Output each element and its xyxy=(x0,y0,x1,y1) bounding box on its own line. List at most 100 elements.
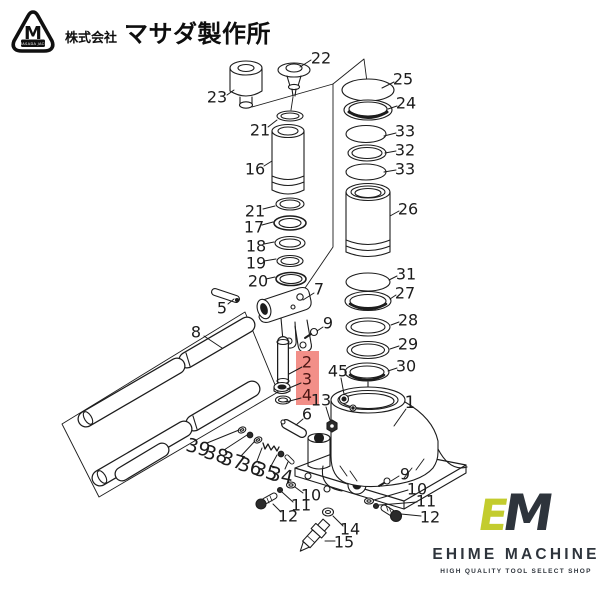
part-label-9-42: 9 xyxy=(400,465,410,484)
leader-line-30-19 xyxy=(387,367,398,372)
part-label-7-20: 7 xyxy=(314,280,324,299)
part-label-30-19: 30 xyxy=(396,357,416,376)
part-label-13-28: 13 xyxy=(311,391,331,410)
brand-text: 株式会社 マサダ製作所 xyxy=(65,14,271,49)
company-name: マサダ製作所 xyxy=(124,20,272,48)
part-label-9-22: 9 xyxy=(323,314,333,333)
leader-line-9-42 xyxy=(390,475,400,482)
part-17-ring xyxy=(273,215,307,231)
leader-line-10-37 xyxy=(294,486,304,494)
leader-line-10-43 xyxy=(373,489,409,501)
leader-line-38-32 xyxy=(223,434,248,451)
part-21-ring-lower xyxy=(275,197,305,211)
shop-tagline: HIGH QUALITY TOOL SELECT SHOP xyxy=(440,568,592,575)
part-8-handle-tubes xyxy=(77,316,261,487)
leader-line-25-4 xyxy=(381,81,395,89)
part-label-6-29: 6 xyxy=(302,405,312,424)
part-label-15-41: 15 xyxy=(334,533,354,552)
logo-band xyxy=(21,39,45,47)
part-label-29-18: 29 xyxy=(398,335,418,354)
part-label-19-13: 19 xyxy=(246,254,266,273)
part-label-16-3: 16 xyxy=(245,160,265,179)
shop-logo: EM EHIME MACHINE HIGH QUALITY TOOL SELEC… xyxy=(426,484,600,575)
part-label-8-23: 8 xyxy=(191,323,201,342)
part-label-34-36: 34 xyxy=(267,463,295,490)
part-14-oring xyxy=(321,507,335,517)
part-label-11-44: 11 xyxy=(416,492,436,511)
leader-line-39-31 xyxy=(206,429,240,444)
leader-line-32-7 xyxy=(384,150,397,154)
part-label-18-12: 18 xyxy=(246,237,266,256)
brand-header: M MASADA JACK 株式会社 マサダ製作所 xyxy=(10,8,271,54)
masada-logo-icon: M MASADA JACK xyxy=(11,10,55,53)
leader-line-11-38 xyxy=(281,491,294,503)
part-9-screw-upper xyxy=(304,327,319,339)
part-25-ring xyxy=(341,78,395,102)
part-29-ring xyxy=(346,340,390,360)
logo-monogram: M xyxy=(24,23,42,44)
leader-line-23-1 xyxy=(226,89,235,96)
leader-line-16-3 xyxy=(263,160,273,167)
part-28-ring xyxy=(345,317,391,337)
part-label-14-40: 14 xyxy=(340,520,360,539)
part-label-3-25: 3 xyxy=(302,370,312,389)
part-label-11-38: 11 xyxy=(291,496,311,515)
part-label-1-30: 1 xyxy=(405,393,416,413)
part-label-31-15: 31 xyxy=(396,265,416,284)
logo-caption: MASADA JACK xyxy=(19,42,48,46)
leader-line-4-26 xyxy=(285,397,302,403)
leader-line-36-34 xyxy=(256,447,263,462)
leader-line-21-2 xyxy=(267,119,278,128)
part-label-33-8: 33 xyxy=(395,160,415,179)
part-26-ram-cylinder xyxy=(345,182,391,258)
leader-line-24-5 xyxy=(387,105,398,110)
leader-line-33-6 xyxy=(383,132,397,137)
part-33-ring-b xyxy=(345,163,387,181)
handle-set-outline xyxy=(61,311,279,498)
part-15-release-valve xyxy=(299,518,331,552)
part-32-oring xyxy=(347,144,387,162)
part-27-packing xyxy=(344,290,392,312)
part-label-32-7: 32 xyxy=(395,141,415,160)
leader-line-14-40 xyxy=(332,515,344,527)
leader-line-21-10 xyxy=(262,205,276,210)
part-label-2-24: 2 xyxy=(302,353,312,372)
leader-line-3-25 xyxy=(286,382,302,390)
part-label-24-5: 24 xyxy=(396,94,416,113)
part-label-33-6: 33 xyxy=(395,122,415,141)
leader-line-45-27 xyxy=(340,377,345,395)
leader-line-1-30 xyxy=(393,408,407,427)
part-20-ring xyxy=(275,271,307,287)
leader-line-29-18 xyxy=(389,345,400,350)
part-3-cup xyxy=(273,381,291,395)
leader-line-7-20 xyxy=(302,292,315,301)
highlight-box xyxy=(296,351,319,405)
part-label-17-11: 17 xyxy=(244,218,264,237)
part-label-4-26: 4 xyxy=(302,386,312,405)
part-6-pump-cylinder xyxy=(280,419,331,470)
leader-line-11-44 xyxy=(378,501,418,506)
leader-line-31-15 xyxy=(388,275,398,281)
part-label-26-9: 26 xyxy=(398,200,418,219)
part-22-knob xyxy=(277,62,311,97)
leader-line-37-33 xyxy=(240,440,256,457)
part-label-21-2: 21 xyxy=(250,121,270,140)
leader-line-33-8 xyxy=(383,169,397,173)
leader-line-28-17 xyxy=(390,321,400,326)
leader-line-26-9 xyxy=(389,210,400,217)
leader-line-18-12 xyxy=(263,241,275,245)
leader-line-12-39 xyxy=(272,503,282,513)
part-label-12-39: 12 xyxy=(278,507,298,526)
part-21-ring-upper xyxy=(276,110,304,122)
leader-line-17-11 xyxy=(261,221,274,226)
leader-line-35-35 xyxy=(270,454,278,467)
part-label-10-37: 10 xyxy=(301,486,321,505)
leader-line-5-21 xyxy=(227,298,235,305)
part-1-tank xyxy=(321,386,468,492)
em-monogram: EM xyxy=(422,484,600,542)
leader-line-19-13 xyxy=(263,258,277,262)
leader-line-27-16 xyxy=(389,294,397,300)
leader-line-13-28 xyxy=(325,406,331,421)
